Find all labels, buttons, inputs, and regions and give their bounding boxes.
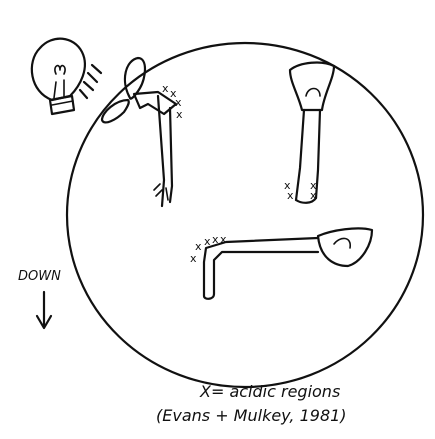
acidic-mark: x — [287, 189, 294, 202]
direction-label: DOWN — [18, 269, 61, 284]
acidic-mark: x — [212, 233, 219, 246]
seedling-horizontal — [204, 228, 372, 298]
acidic-mark: x — [310, 189, 317, 202]
light-rays — [80, 65, 101, 98]
acidic-mark: x — [204, 235, 211, 248]
acidic-mark: x — [220, 233, 227, 246]
down-arrow-icon — [37, 292, 51, 328]
seedling-bent — [102, 58, 176, 206]
legend-line-2: (Evans + Mulkey, 1981) — [156, 406, 347, 425]
acidic-mark: x — [176, 108, 183, 121]
legend-line-1: X= acidic regions — [199, 382, 340, 401]
acidic-mark: x — [162, 82, 169, 95]
lightbulb-icon — [32, 39, 85, 114]
petri-dish-outline — [67, 43, 423, 387]
acidic-mark: x — [190, 252, 197, 265]
